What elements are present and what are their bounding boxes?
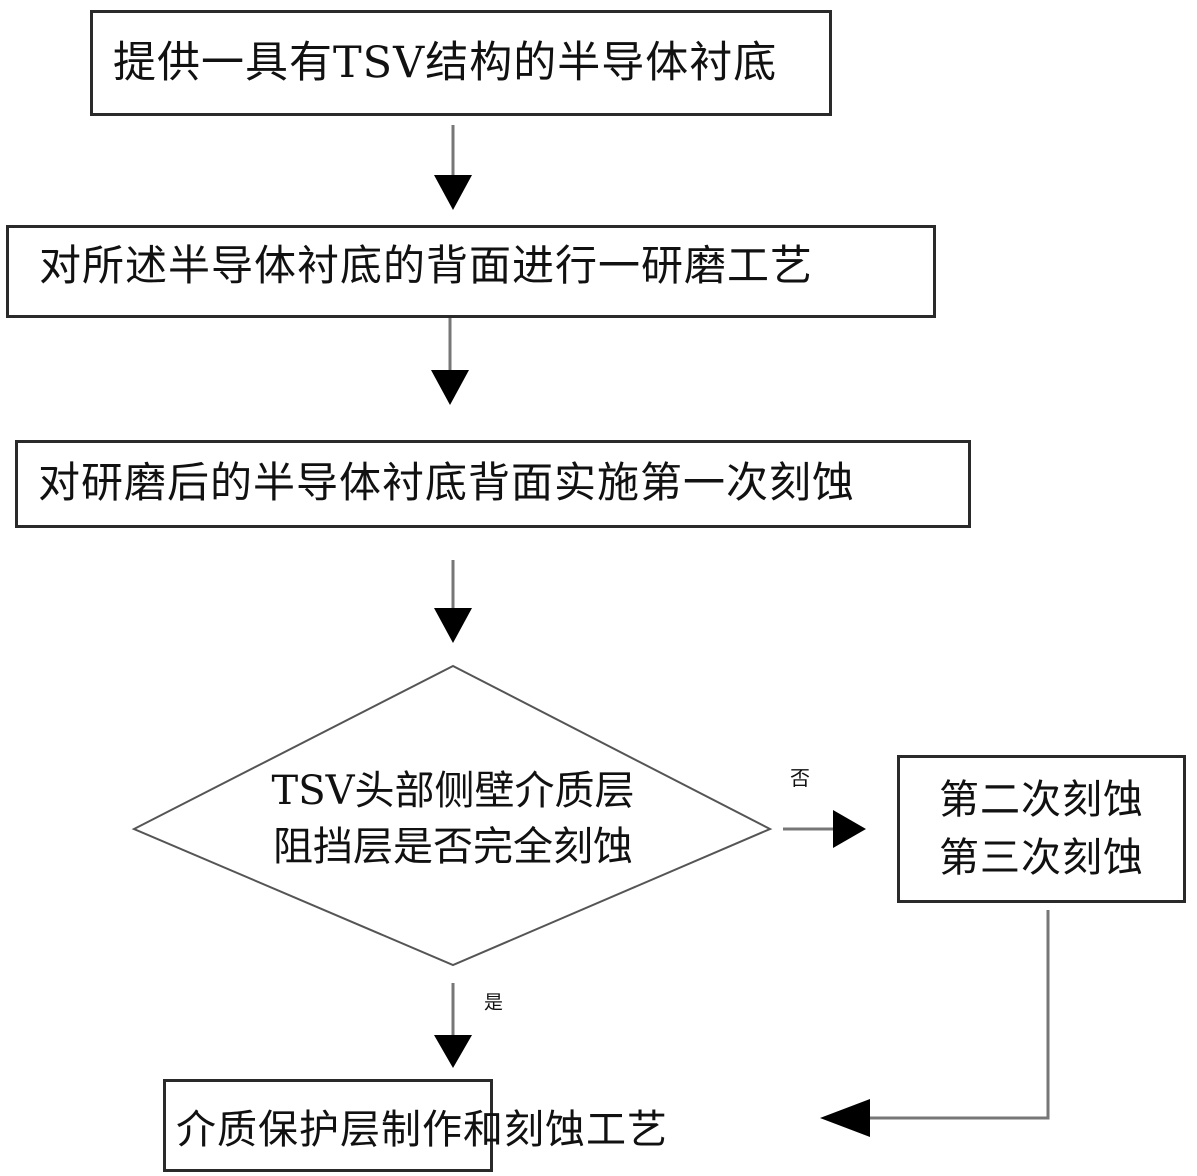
arrow-branch-return [820,910,1050,1137]
step-second-etch-text: 第二次刻蚀 [939,777,1144,823]
arrow-decision-no [783,810,866,848]
arrow-step3-to-decision [434,560,472,643]
step-first-etch: 对研磨后的半导体衬底背面实施第一次刻蚀 [15,440,971,528]
step-provide-substrate: 提供一具有TSV结构的半导体衬底 [90,10,832,116]
decision-line-1: TSV头部侧壁介质层 [271,768,635,814]
arrow-step1-to-step2 [434,125,472,210]
step-second-third-etch: 第二次刻蚀 第三次刻蚀 [897,755,1186,903]
step-first-etch-text: 对研磨后的半导体衬底背面实施第一次刻蚀 [38,457,856,507]
step-dielectric-protection: 介质保护层制作和刻蚀工艺 [163,1079,667,1172]
arrow-step2-to-step3 [431,318,469,405]
step-third-etch-text: 第三次刻蚀 [939,835,1144,881]
step-provide-substrate-text: 提供一具有TSV结构的半导体衬底 [113,38,778,88]
step-backside-grinding-text: 对所述半导体衬底的背面进行一研磨工艺 [39,241,814,290]
decision-yes-label: 是 [481,992,503,1011]
decision-no-label: 否 [790,766,810,790]
decision-text: TSV头部侧壁介质层 阻挡层是否完全刻蚀 [233,763,673,875]
decision-line-2: 阻挡层是否完全刻蚀 [273,824,633,870]
arrow-decision-yes [434,983,472,1068]
step-dielectric-protection-text: 介质保护层制作和刻蚀工艺 [176,1106,668,1153]
step-backside-grinding: 对所述半导体衬底的背面进行一研磨工艺 [6,225,936,318]
